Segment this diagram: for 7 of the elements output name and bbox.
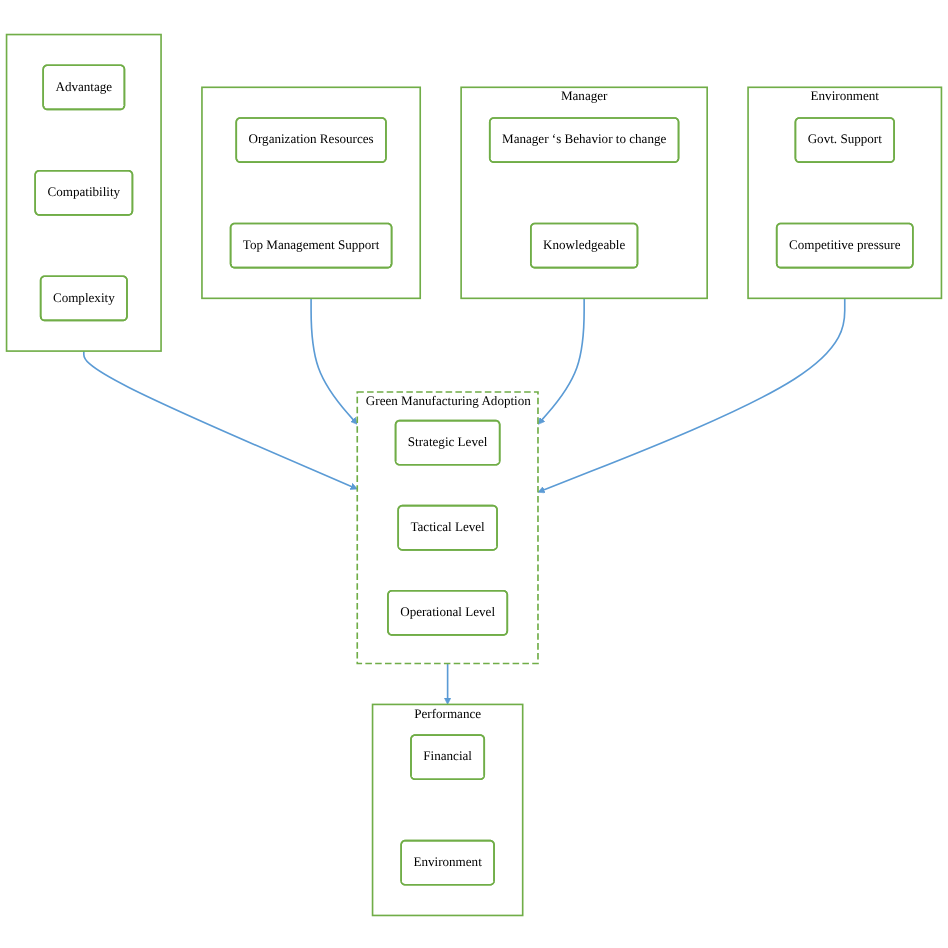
arrow xyxy=(537,296,585,424)
cluster xyxy=(201,85,422,299)
arrow xyxy=(83,349,358,489)
arrow xyxy=(537,296,846,493)
arrow xyxy=(444,661,452,704)
cluster xyxy=(5,32,162,351)
arrow xyxy=(310,296,358,424)
